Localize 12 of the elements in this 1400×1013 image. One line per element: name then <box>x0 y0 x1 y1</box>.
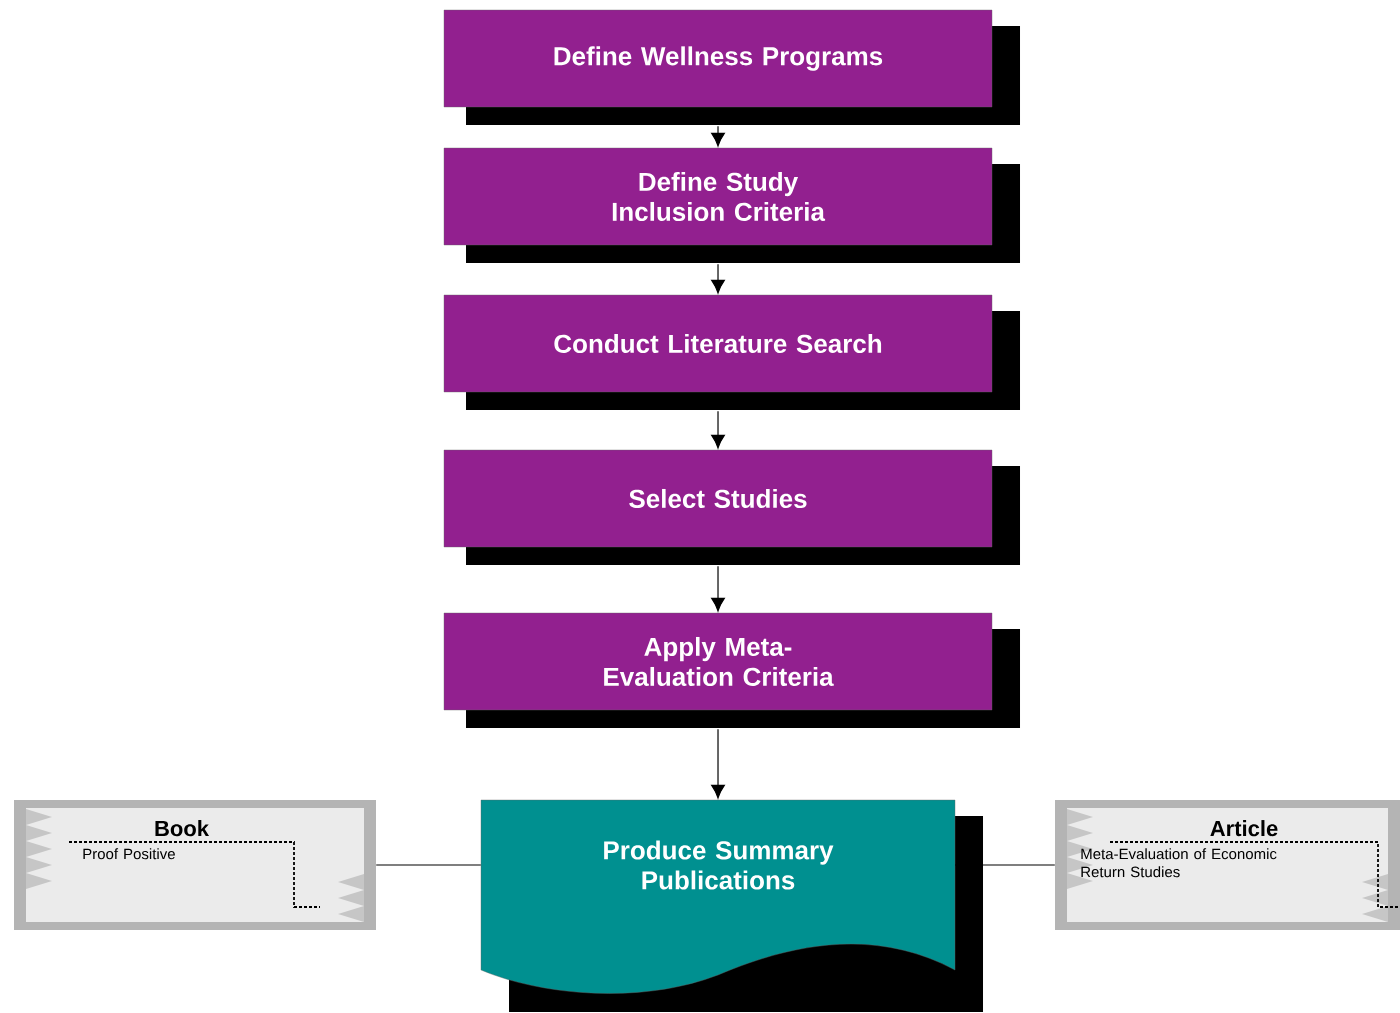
arrow <box>711 125 725 147</box>
arrow <box>711 410 725 449</box>
process-box: Conduct Literature Search <box>443 294 1020 410</box>
card: Book Proof Positive <box>14 800 376 930</box>
process-box: Define Study Inclusion Criteria <box>443 147 1020 263</box>
arrow <box>711 565 725 612</box>
process-box: Apply Meta-Evaluation Criteria <box>443 612 1020 728</box>
process-box: Define Wellness Programs <box>443 9 1020 125</box>
card: Article Meta-Evaluation of Economic Return Studies <box>1055 800 1400 930</box>
arrow <box>711 728 725 799</box>
process-box: Select Studies <box>443 449 1020 565</box>
arrow <box>711 263 725 294</box>
